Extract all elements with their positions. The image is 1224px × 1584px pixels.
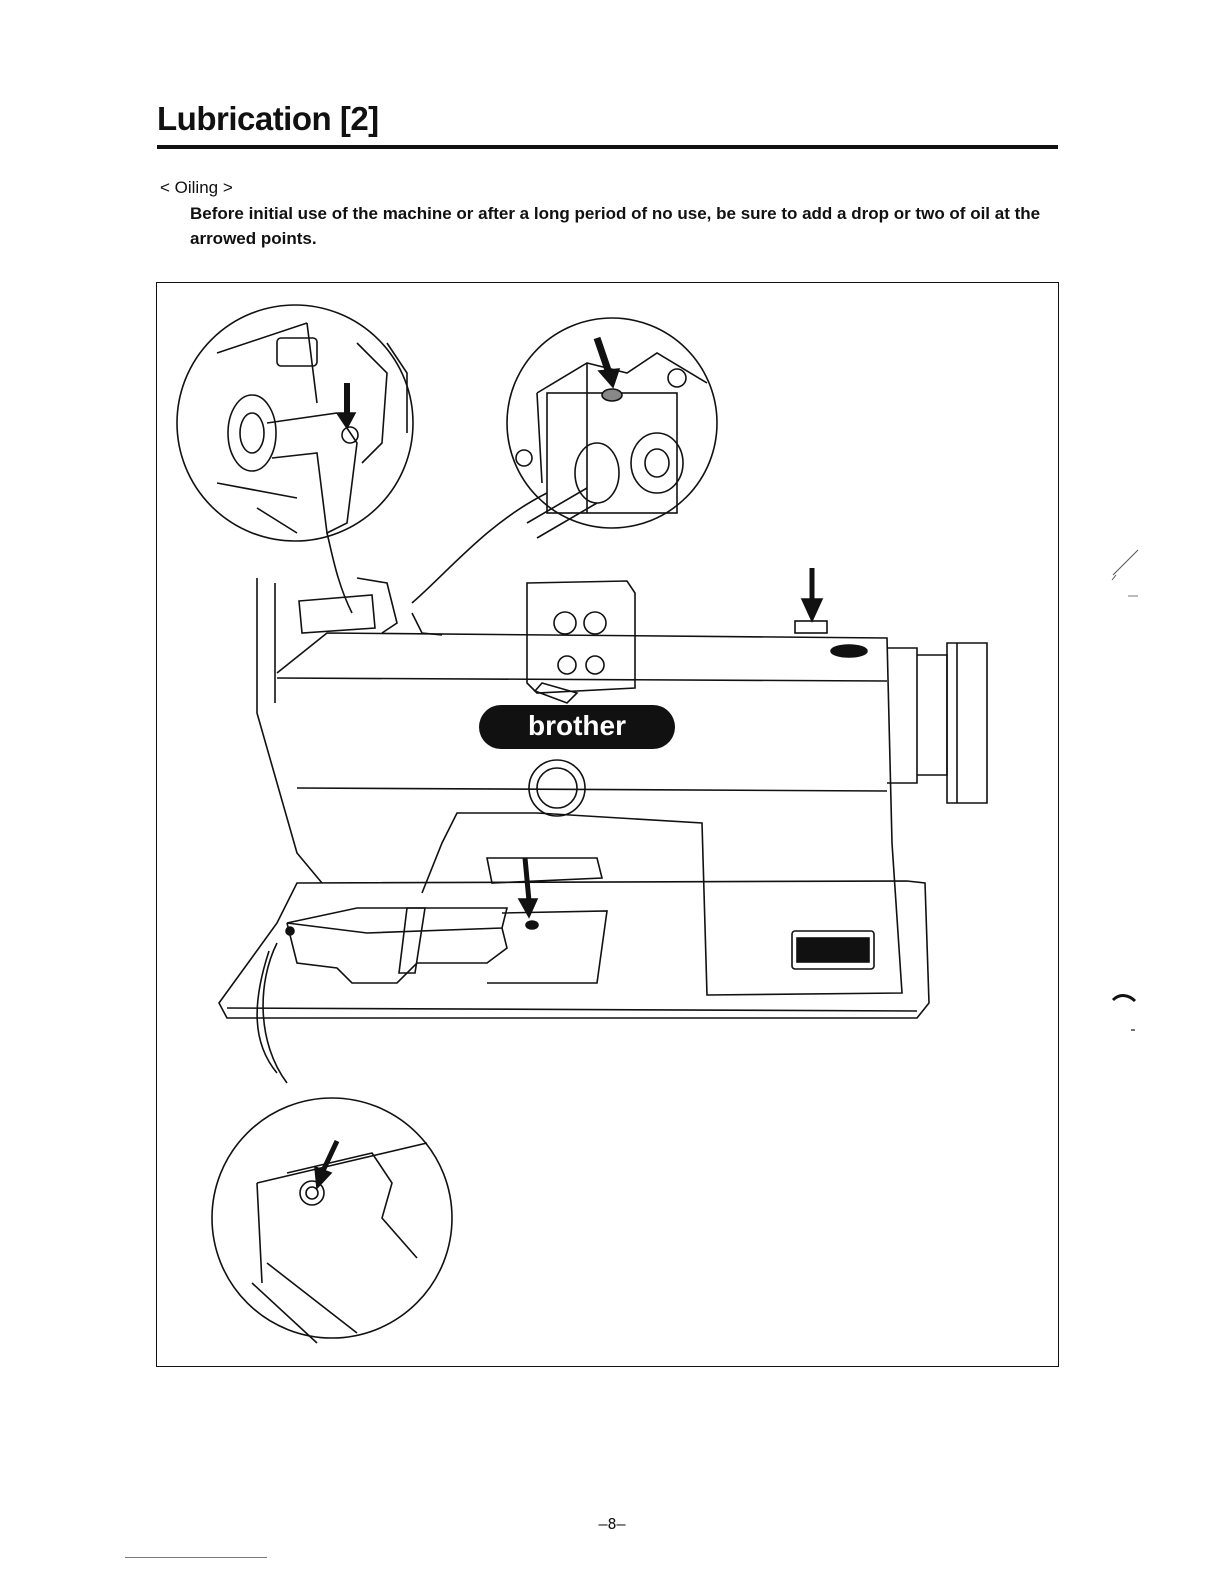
- sewing-machine-drawing: brother: [157, 283, 1060, 1368]
- scan-artifact-line: [125, 1557, 267, 1558]
- section-label: < Oiling >: [160, 178, 233, 198]
- instruction-text: Before initial use of the machine or aft…: [190, 201, 1070, 251]
- brand-logo: brother: [528, 710, 626, 741]
- machine-head: brother: [257, 568, 987, 995]
- detail-circle-thread-take-up: [177, 305, 413, 541]
- detail-circle-shaft-bushing: [507, 318, 717, 538]
- title-underline: [157, 145, 1058, 149]
- detail-circle-bed-oil-hole: [212, 1098, 452, 1343]
- page-number: –8–: [0, 1515, 1224, 1533]
- scan-artifact-mark: [1108, 540, 1148, 610]
- oiling-illustration: brother: [156, 282, 1059, 1367]
- page-title: Lubrication [2]: [157, 100, 379, 138]
- scan-artifact-mark: [1105, 985, 1145, 1045]
